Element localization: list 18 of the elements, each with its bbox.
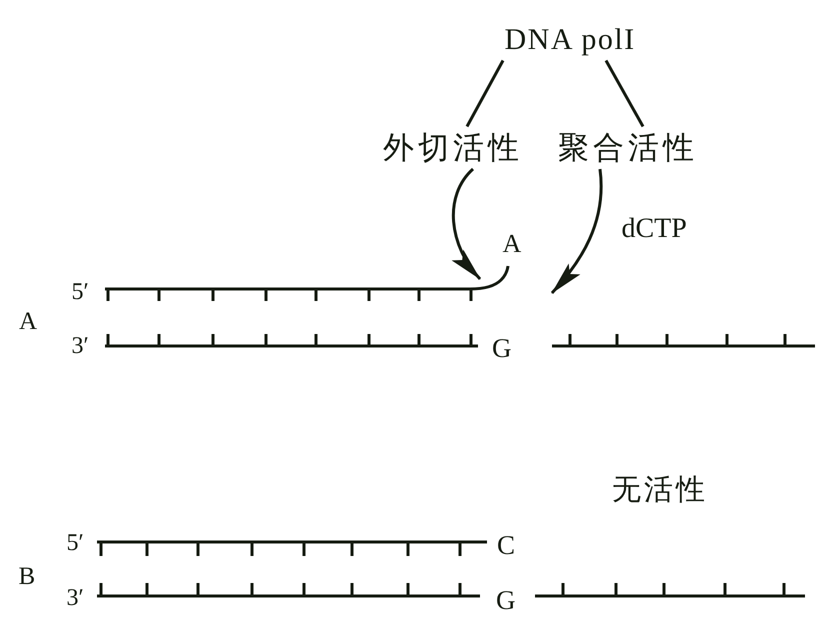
- strand-end-label: 5′: [72, 280, 89, 305]
- arrow: [452, 168, 482, 280]
- strand-end-label: 3′: [66, 586, 84, 611]
- nucleotide-letter: G: [496, 586, 516, 614]
- strand-end-label: 3′: [72, 334, 89, 359]
- panel-label: A: [19, 309, 38, 336]
- connector-line: [604, 60, 644, 128]
- activity-label: 外切活性: [383, 132, 523, 164]
- panel-label: B: [18, 564, 36, 590]
- strand-end-label: 5′: [66, 530, 84, 556]
- connector-line: [466, 60, 504, 128]
- activity-label: 聚合活性: [558, 132, 698, 164]
- nucleotide-letter: C: [497, 531, 516, 560]
- annotation-text: 无活性: [612, 475, 708, 506]
- nucleotide-letter: A: [502, 230, 522, 257]
- enzyme-name: DNA polI: [504, 24, 636, 56]
- arrow: [550, 168, 603, 294]
- nucleotide-letter: G: [492, 334, 512, 362]
